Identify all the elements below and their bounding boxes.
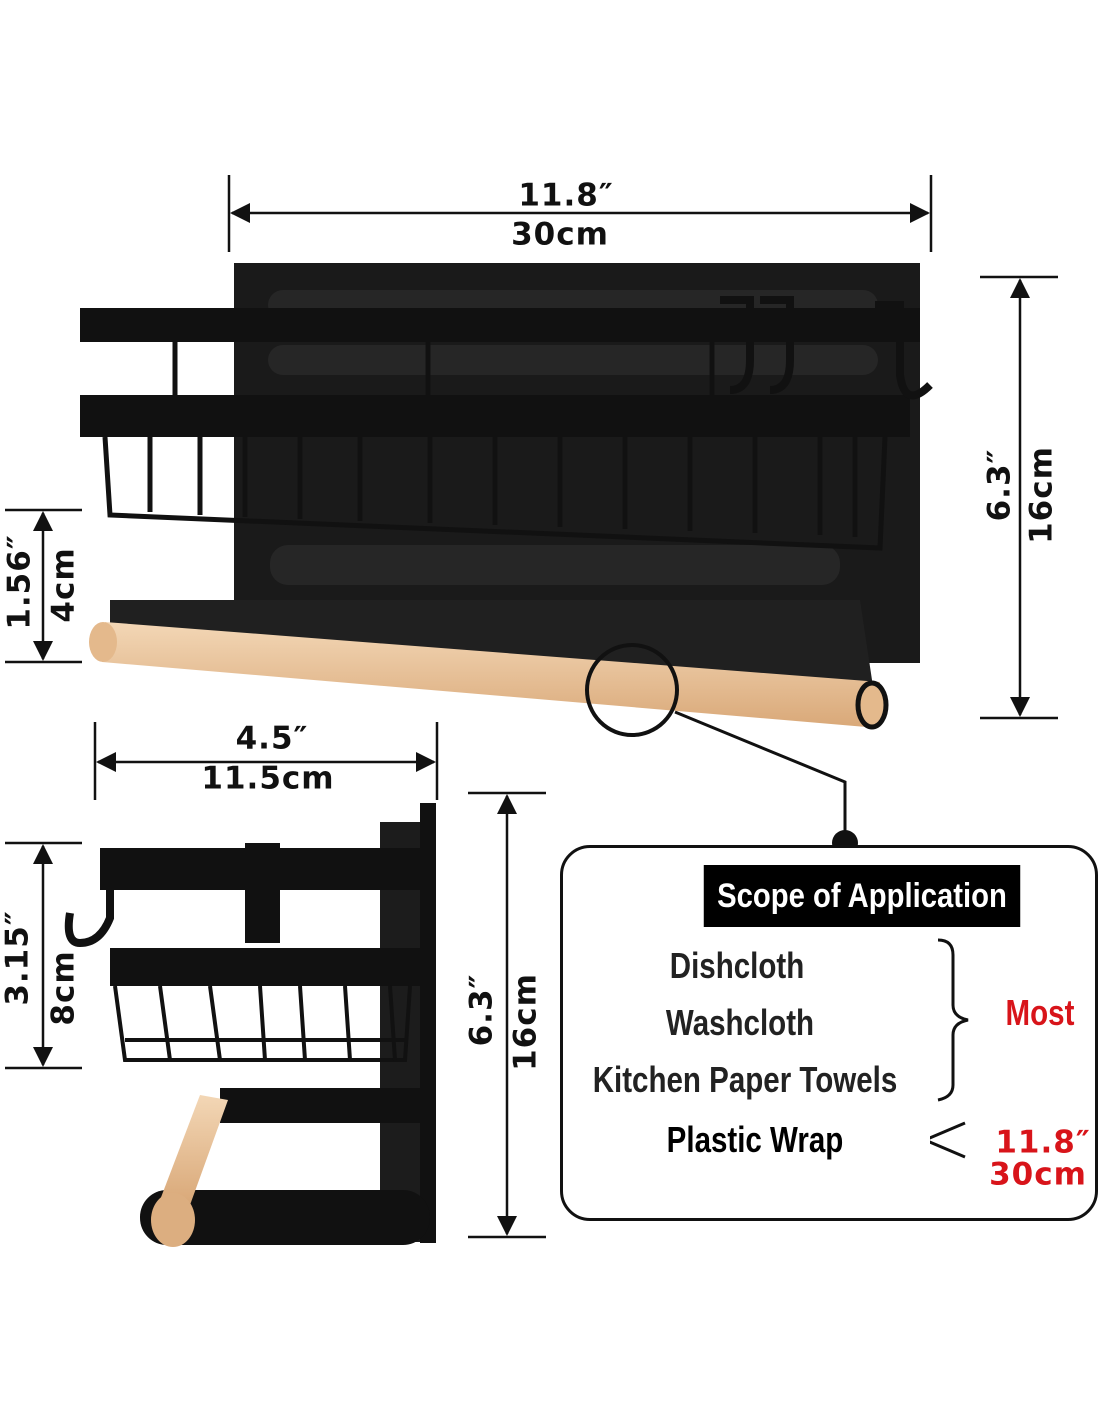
front-width-cm: 30cm [511,216,609,253]
basket-height-cm: 8cm [45,950,82,1026]
plastic-wrap-label: Plastic Wrap [666,1119,844,1160]
dimension-lines [5,175,1058,1239]
side-height-inches: 6.3″ [463,973,500,1047]
less-than-icon [930,1121,966,1159]
front-height-inches: 6.3″ [981,448,1018,522]
side-depth-cm: 11.5cm [201,760,335,797]
scope-title: Scope of Application [703,865,1021,927]
wrap-width-inches: 11.8″ [995,1124,1091,1161]
scope-item: Dishcloth [669,945,805,986]
side-depth-inches: 4.5″ [235,720,309,757]
rod-gap-inches: 1.56″ [1,534,38,630]
scope-item: Washcloth [665,1002,815,1043]
brace-icon [930,938,969,1159]
wooden-rod [89,622,889,730]
front-height-cm: 16cm [1023,446,1060,544]
front-width-inches: 11.8″ [518,177,614,214]
side-height-cm: 16cm [507,973,544,1071]
front-rack [80,263,933,730]
rod-gap-cm: 4cm [45,547,82,623]
scope-item: Kitchen Paper Towels [592,1059,898,1100]
wrap-width-cm: 30cm [989,1156,1087,1193]
side-rack [64,803,436,1247]
most-label: Most [1005,992,1075,1033]
basket-height-inches: 3.15″ [0,910,36,1006]
